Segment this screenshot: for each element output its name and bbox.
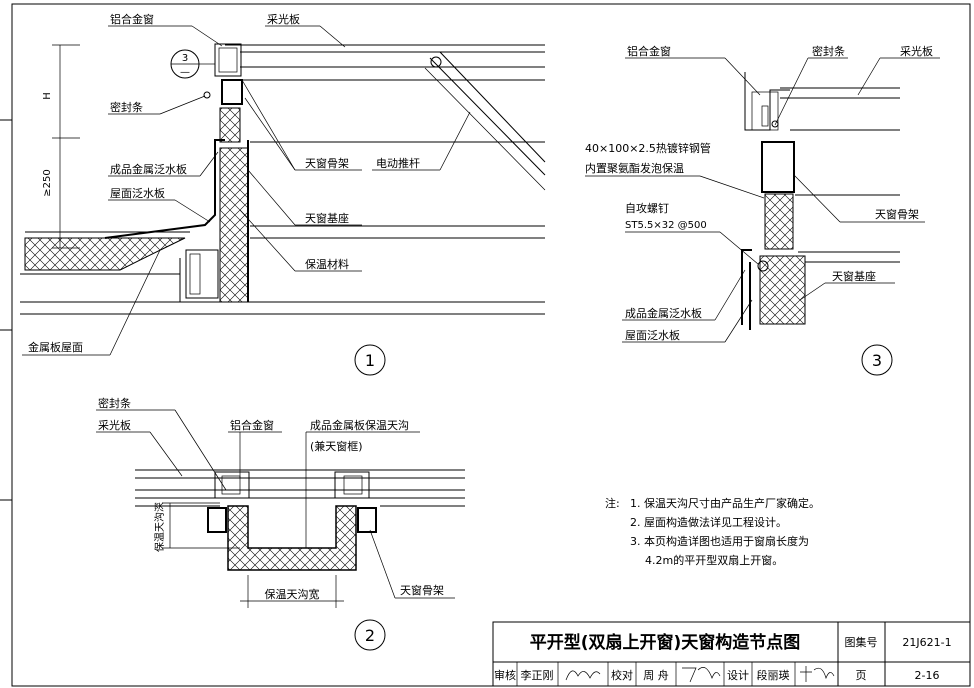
label-gutter-depth: 保温天沟深 xyxy=(153,502,166,552)
detail-3-number: 3 xyxy=(872,351,882,370)
page-label: 页 xyxy=(856,669,867,682)
detail-1-number-circle xyxy=(354,344,386,376)
label-electric-actuator: 电动推杆 xyxy=(376,156,420,170)
section-ref-top: 3 xyxy=(182,53,188,64)
check-label: 校对 xyxy=(611,668,633,682)
sheet-border xyxy=(11,3,971,687)
label-seal-strip-2: 密封条 xyxy=(98,396,131,410)
label-daylight-panel-2: 采光板 xyxy=(98,418,131,432)
note-1: 1. 保温天沟尺寸由产品生产厂家确定。 xyxy=(630,496,820,510)
atlas-label: 图集号 xyxy=(845,635,878,649)
label-seal-strip: 密封条 xyxy=(110,100,143,114)
label-screw-1: 自攻螺钉 xyxy=(625,201,669,215)
label-flashing-product: 成品金属泛水板 xyxy=(110,162,187,176)
design-signature xyxy=(800,666,835,682)
review-signature xyxy=(565,670,601,681)
label-gutter: 成品金属板保温天沟 xyxy=(310,418,409,432)
label-gutter-sub: (兼天窗框) xyxy=(310,439,363,453)
label-aluminum-window-2: 铝合金窗 xyxy=(230,418,274,432)
label-skylight-base-3: 天窗基座 xyxy=(832,269,876,283)
detail-2-number: 2 xyxy=(365,626,375,645)
dim-h: H xyxy=(42,92,53,100)
detail-2-number-circle xyxy=(354,619,386,651)
detail-3: 铝合金窗 密封条 采光板 40×100×2.5热镀锌钢管 内置聚氨酯发泡保温 自… xyxy=(585,44,940,376)
section-ref-bottom: — xyxy=(180,67,190,78)
label-roof-flashing-3: 屋面泛水板 xyxy=(625,328,680,342)
design-label: 设计 xyxy=(727,669,749,682)
label-skylight-base: 天窗基座 xyxy=(305,211,349,225)
detail-1: 3 — H ≥250 铝合金窗 采光板 密封条 成品金属泛水板 屋面泛水板 金属… xyxy=(20,12,546,376)
title-block: 平开型(双扇上开窗)天窗构造节点图 图集号 21J621-1 审核 李正刚 校对… xyxy=(492,621,971,687)
label-metal-roof: 金属板屋面 xyxy=(28,340,83,354)
notes: 注: 1. 保温天沟尺寸由产品生产厂家确定。 2. 屋面构造做法详见工程设计。 … xyxy=(605,496,820,567)
label-gutter-width: 保温天沟宽 xyxy=(265,587,320,601)
review-name: 李正刚 xyxy=(521,668,554,682)
label-daylight-panel-3: 采光板 xyxy=(900,44,933,58)
detail-1-number: 1 xyxy=(365,351,375,370)
label-flashing-product-3: 成品金属泛水板 xyxy=(625,306,702,320)
design-name: 段丽瑛 xyxy=(757,668,790,682)
check-name: 周 舟 xyxy=(643,668,669,682)
drawing-title: 平开型(双扇上开窗)天窗构造节点图 xyxy=(530,632,801,653)
label-roof-flashing: 屋面泛水板 xyxy=(110,186,165,200)
label-screw-2: ST5.5×32 @500 xyxy=(625,220,707,231)
dim-250: ≥250 xyxy=(42,169,53,196)
detail-3-number-circle xyxy=(861,344,893,376)
detail-2: 保温天沟深 保温天沟宽 密封条 采光板 铝合金窗 成品金属板保温天沟 (兼天窗框… xyxy=(96,396,465,651)
label-aluminum-window-3: 铝合金窗 xyxy=(627,44,671,58)
label-daylight-panel: 采光板 xyxy=(267,12,300,26)
atlas-number: 21J621-1 xyxy=(902,636,951,649)
label-aluminum-window: 铝合金窗 xyxy=(110,12,154,26)
review-label: 审核 xyxy=(494,668,516,682)
page-number: 2-16 xyxy=(915,669,940,682)
label-skylight-frame: 天窗骨架 xyxy=(305,156,349,170)
label-seal-strip-3: 密封条 xyxy=(812,44,845,58)
notes-prefix: 注: xyxy=(605,496,620,510)
note-4: 4.2m的平开型双扇上开窗。 xyxy=(645,553,783,567)
label-insulation: 保温材料 xyxy=(305,257,349,271)
note-2: 2. 屋面构造做法详见工程设计。 xyxy=(630,515,787,529)
label-steel-pipe-1: 40×100×2.5热镀锌钢管 xyxy=(585,141,711,155)
note-3: 3. 本页构造详图也适用于窗扇长度为 xyxy=(630,534,809,548)
label-steel-pipe-2: 内置聚氨酯发泡保温 xyxy=(585,161,684,175)
label-skylight-frame-2: 天窗骨架 xyxy=(400,583,444,597)
label-skylight-frame-3: 天窗骨架 xyxy=(875,207,919,221)
check-signature xyxy=(682,667,721,683)
